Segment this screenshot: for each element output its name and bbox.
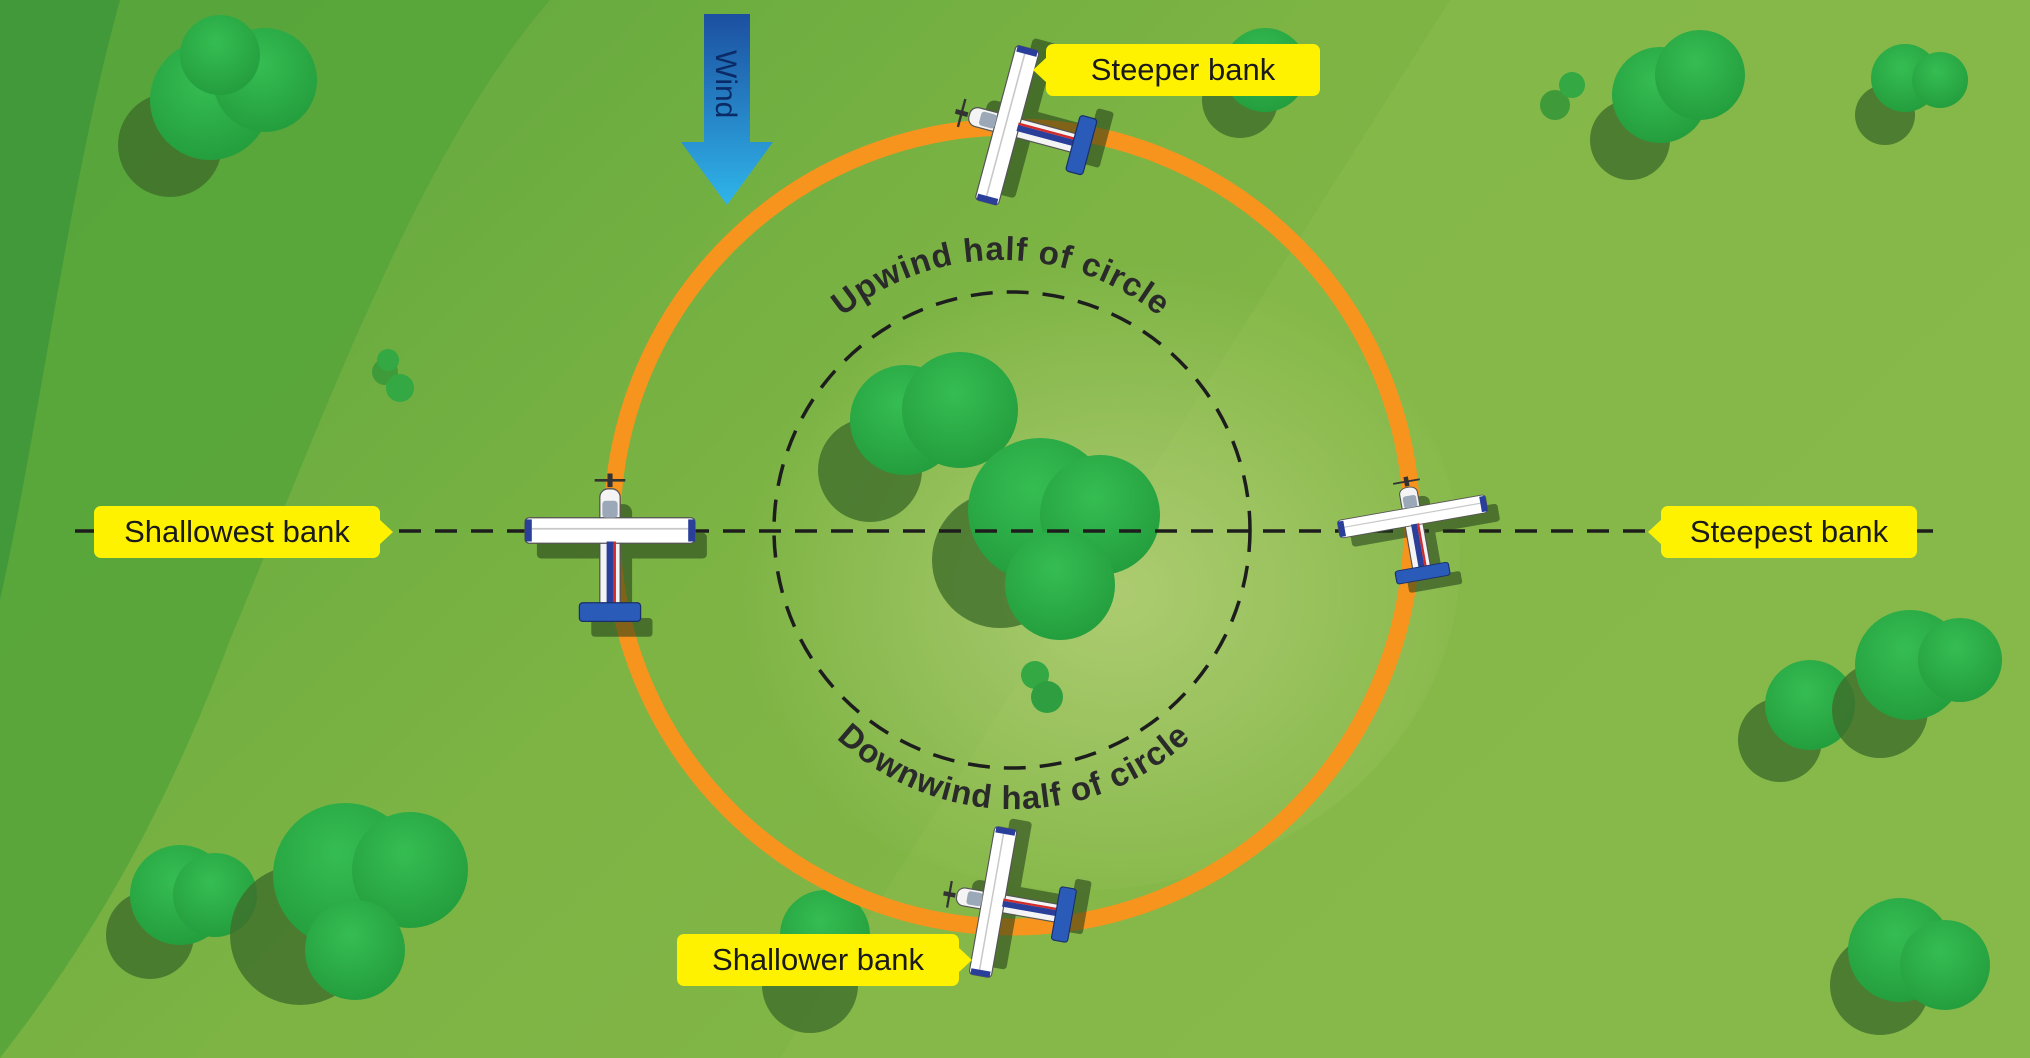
shallower-bank-label: Shallower bank [712,942,924,977]
tree-center [818,352,1160,713]
tree-right [1738,610,2002,782]
tree-bottom-right [1830,898,1990,1035]
trees [106,15,2002,1035]
steeper-bank-label: Steeper bank [1090,52,1276,87]
tree-top-left [118,15,317,197]
tree-small-left [372,349,414,402]
steeper-bank-callout: Steeper bank [1033,44,1320,96]
steepest-bank-label: Steepest bank [1689,514,1889,549]
shallowest-bank-label: Shallowest bank [124,514,350,549]
wind-label: Wind [709,50,742,118]
tree-top-right [1540,30,1745,180]
darkest-field-corner [0,0,120,600]
shallowest-bank-callout: Shallowest bank [94,506,393,558]
tree-bottom-left [106,803,468,1005]
tree-far-top-right [1855,44,1968,145]
wind-arrow: Wind [681,14,773,205]
inner-dashed-circle [772,290,1252,770]
shallower-bank-callout: Shallower bank [677,934,972,986]
steepest-bank-callout: Steepest bank [1648,506,1917,558]
